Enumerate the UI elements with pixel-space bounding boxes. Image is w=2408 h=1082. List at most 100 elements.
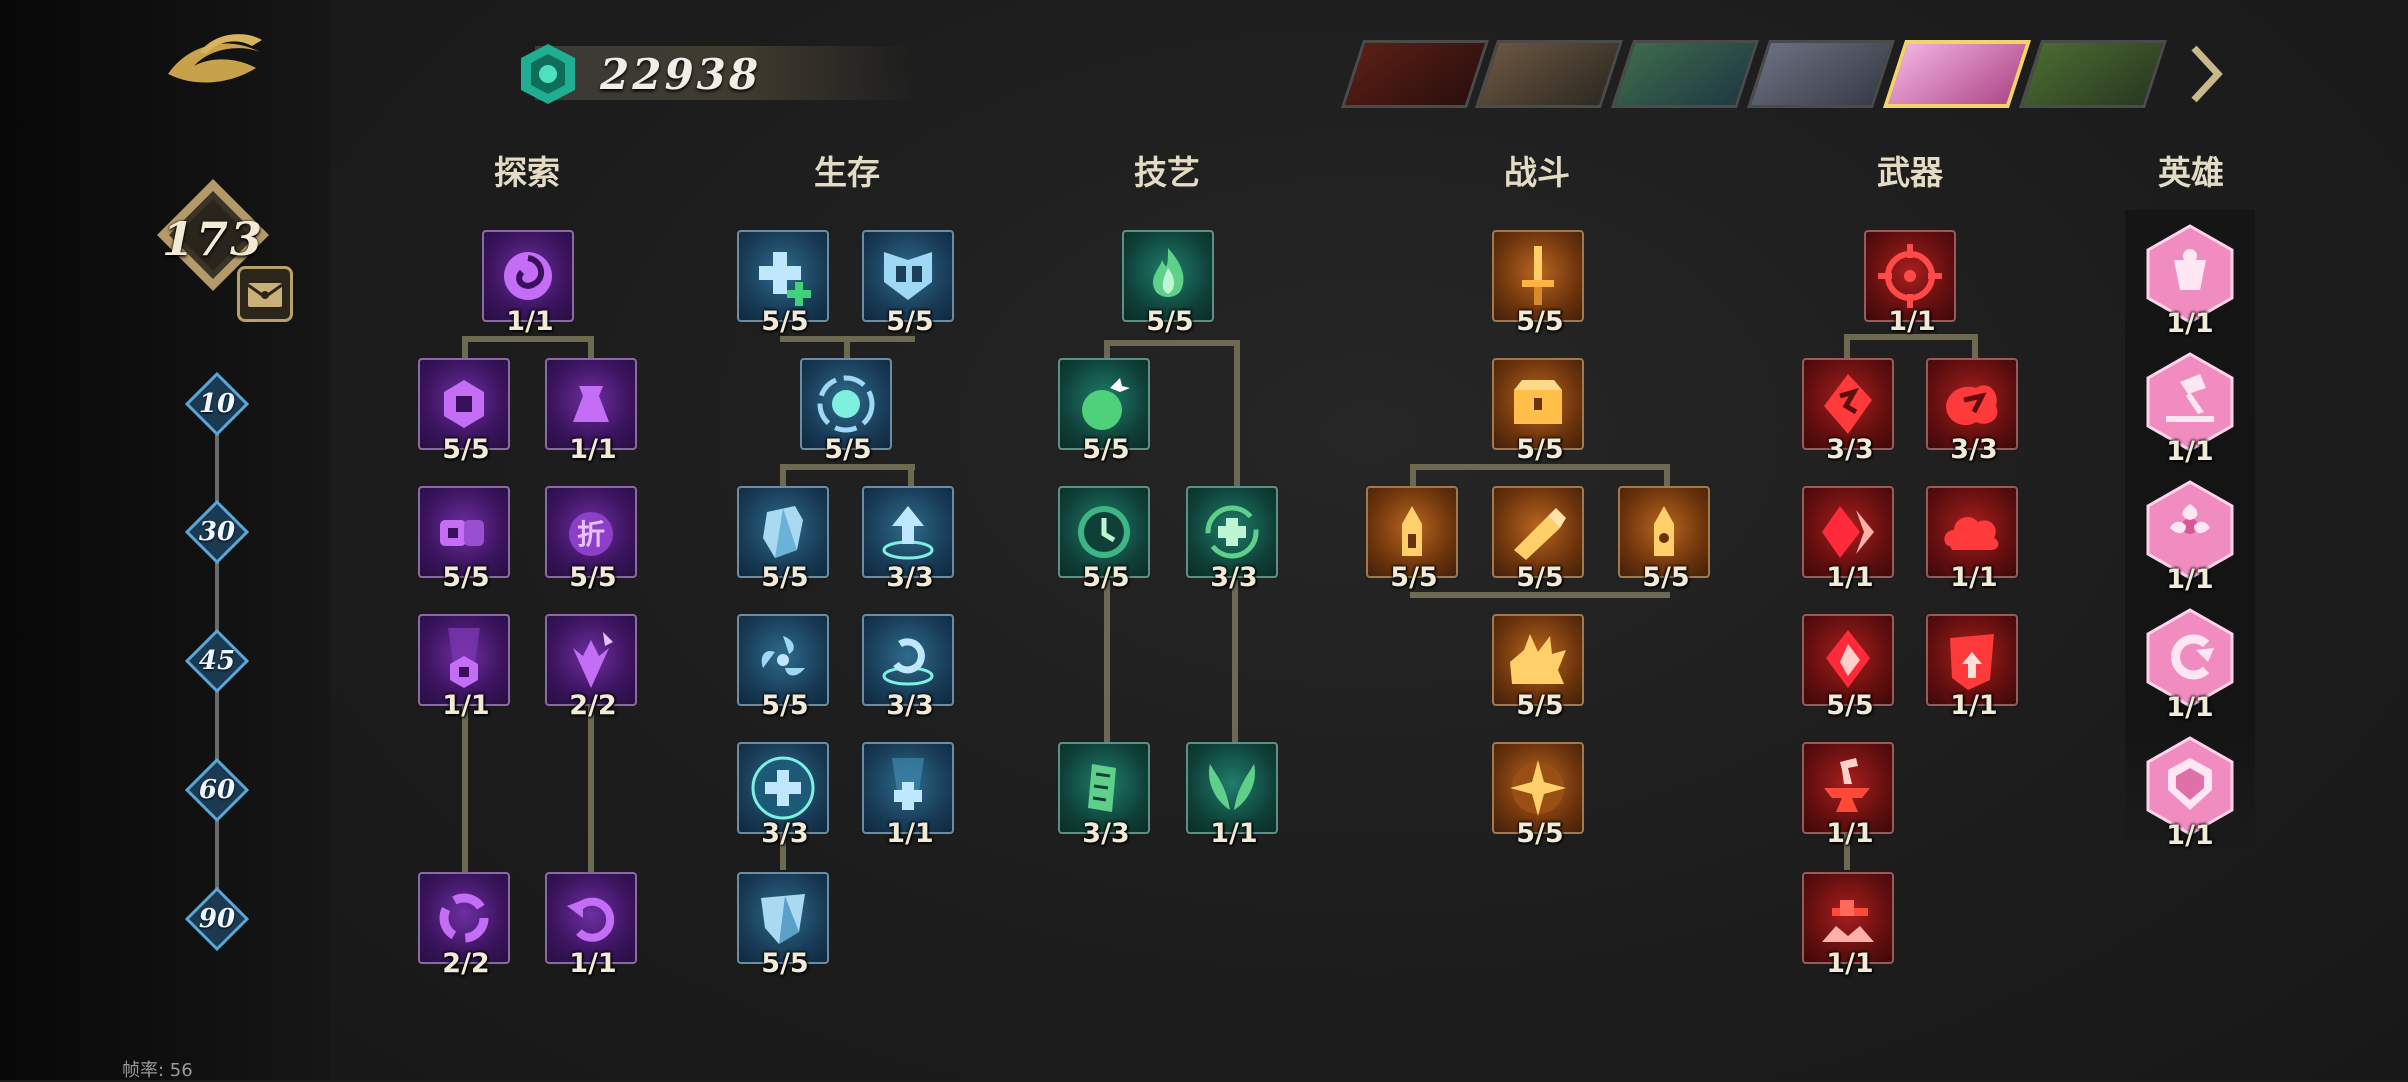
column-header-hero: 英雄 xyxy=(2136,150,2246,196)
talent-node-skill-wings[interactable]: 1/1 xyxy=(1186,742,1278,849)
hammer-icon xyxy=(2146,352,2234,452)
hero-portrait-1[interactable] xyxy=(1340,40,1490,108)
talent-node-hero-squad[interactable]: 1/1 xyxy=(2144,224,2236,339)
bomb-icon xyxy=(1082,378,1130,430)
refresh-icon xyxy=(439,893,489,943)
connector xyxy=(1410,464,1416,494)
hero-portrait-3[interactable] xyxy=(1610,40,1760,108)
talent-node-combat-star[interactable]: 5/5 xyxy=(1492,742,1584,849)
talent-node-survival-armor[interactable]: 5/5 xyxy=(862,230,954,337)
node-count: 5/5 xyxy=(1642,562,1690,593)
node-count: 1/1 xyxy=(2166,820,2214,851)
flame-icon xyxy=(1153,248,1184,297)
mail-button[interactable] xyxy=(237,266,293,322)
node-count: 3/3 xyxy=(1210,562,1258,593)
talent-node-survival-spin[interactable]: 5/5 xyxy=(737,614,829,721)
talent-node-survival-shield[interactable]: 5/5 xyxy=(737,486,829,593)
talent-node-skill-heal-cycle[interactable]: 3/3 xyxy=(1186,486,1278,593)
next-arrow-icon[interactable] xyxy=(2188,44,2224,104)
node-count: 1/1 xyxy=(1826,562,1874,593)
talent-node-weapon-turret[interactable]: 1/1 xyxy=(1802,872,1894,979)
talent-node-weapon-anvil[interactable]: 1/1 xyxy=(1802,742,1894,849)
talent-node-combat-chest[interactable]: 5/5 xyxy=(1492,358,1584,465)
hero-portrait-2[interactable] xyxy=(1474,40,1624,108)
milestone-label: 10 xyxy=(198,389,236,419)
hero-portrait-4[interactable] xyxy=(1746,40,1896,108)
fps-counter: 帧率: 56 xyxy=(122,1060,193,1081)
talent-node-hero-hammer[interactable]: 1/1 xyxy=(2144,352,2236,467)
talent-node-weapon-gem[interactable]: 1/1 xyxy=(1802,486,1894,593)
crystal-icon xyxy=(573,632,613,688)
talent-node-explore-crystal[interactable]: 2/2 xyxy=(545,614,637,721)
diamond-icon xyxy=(185,887,249,951)
talent-node-survival-heal[interactable]: 5/5 xyxy=(737,230,829,337)
talent-node-survival-guard[interactable]: 5/5 xyxy=(737,872,829,979)
node-count: 5/5 xyxy=(1516,562,1564,593)
cloud-icon xyxy=(1944,516,1999,550)
talent-node-combat-bullet-a[interactable]: 5/5 xyxy=(1366,486,1458,593)
milestone-10[interactable]: 10 xyxy=(185,372,249,436)
game-logo-icon xyxy=(168,34,262,83)
talent-node-survival-cycle[interactable]: 3/3 xyxy=(862,614,954,721)
bullet-icon xyxy=(1654,506,1674,556)
talent-node-weapon-shard[interactable]: 5/5 xyxy=(1802,614,1894,721)
node-count: 1/1 xyxy=(506,306,554,337)
node-count: 1/1 xyxy=(569,948,617,979)
rune-icon xyxy=(1824,374,1872,434)
explode-icon xyxy=(1946,385,1998,426)
column-header-explore: 探索 xyxy=(472,150,582,196)
talent-node-hero-shield[interactable]: 1/1 xyxy=(2144,736,2236,851)
connector xyxy=(588,336,594,366)
node-count: 1/1 xyxy=(569,434,617,465)
talent-node-skill-scroll[interactable]: 3/3 xyxy=(1058,742,1150,849)
column-header-weapon: 武器 xyxy=(1855,150,1965,196)
talent-node-hero-flower[interactable]: 1/1 xyxy=(2144,480,2236,595)
talent-node-survival-regen[interactable]: 3/3 xyxy=(737,742,829,849)
node-count: 5/5 xyxy=(886,306,934,337)
cycle-icon xyxy=(882,638,934,686)
hero-portrait-6[interactable] xyxy=(2018,40,2168,108)
talent-node-combat-pen[interactable]: 5/5 xyxy=(1492,486,1584,593)
talent-node-combat-burst[interactable]: 5/5 xyxy=(1492,614,1584,721)
talent-node-weapon-target[interactable]: 1/1 xyxy=(1864,230,1956,337)
milestone-45[interactable]: 45 xyxy=(185,629,249,693)
talent-node-explore-coin[interactable]: 5/5 xyxy=(418,358,510,465)
orbit-icon xyxy=(2146,608,2234,708)
talent-node-explore-undo[interactable]: 1/1 xyxy=(545,872,637,979)
hero-portrait-5[interactable] xyxy=(1882,40,2032,108)
milestone-60[interactable]: 60 xyxy=(185,758,249,822)
pot-icon xyxy=(573,386,609,422)
flower-icon xyxy=(2146,480,2234,580)
milestone-30[interactable]: 30 xyxy=(185,500,249,564)
talent-node-skill-flame[interactable]: 5/5 xyxy=(1122,230,1214,337)
talent-node-explore-beam[interactable]: 1/1 xyxy=(418,614,510,721)
shield-icon xyxy=(763,506,803,558)
node-count: 3/3 xyxy=(1826,434,1874,465)
talent-node-skill-timer[interactable]: 5/5 xyxy=(1058,486,1150,593)
talent-node-explore-discount[interactable]: 折 5/5 xyxy=(545,486,637,593)
talent-node-explore-vortex[interactable]: 1/1 xyxy=(482,230,574,337)
node-count: 5/5 xyxy=(1516,434,1564,465)
talent-node-weapon-cloud[interactable]: 1/1 xyxy=(1926,486,2018,593)
connector xyxy=(780,830,786,870)
connector xyxy=(462,700,468,880)
talent-node-combat-sword[interactable]: 5/5 xyxy=(1492,230,1584,337)
talent-node-survival-beacon[interactable]: 1/1 xyxy=(862,742,954,849)
node-count: 5/5 xyxy=(1146,306,1194,337)
node-count: 2/2 xyxy=(442,948,490,979)
talent-node-weapon-rune[interactable]: 3/3 xyxy=(1802,358,1894,465)
talent-node-skill-bomb[interactable]: 5/5 xyxy=(1058,358,1150,465)
talent-node-survival-orb[interactable]: 5/5 xyxy=(800,358,892,465)
talent-node-combat-bullet-b[interactable]: 5/5 xyxy=(1618,486,1710,593)
talent-node-explore-pot[interactable]: 1/1 xyxy=(545,358,637,465)
node-count: 5/5 xyxy=(1516,306,1564,337)
currency-bar xyxy=(535,46,915,100)
talent-node-hero-orbit[interactable]: 1/1 xyxy=(2144,608,2236,723)
talent-node-weapon-upgrade[interactable]: 1/1 xyxy=(1926,614,2018,721)
guard-icon xyxy=(761,894,805,944)
milestone-90[interactable]: 90 xyxy=(185,887,249,951)
talent-node-weapon-explode[interactable]: 3/3 xyxy=(1926,358,2018,465)
talent-node-survival-rise[interactable]: 3/3 xyxy=(862,486,954,593)
talent-node-explore-coins[interactable]: 5/5 xyxy=(418,486,510,593)
talent-node-explore-refresh[interactable]: 2/2 xyxy=(418,872,510,979)
